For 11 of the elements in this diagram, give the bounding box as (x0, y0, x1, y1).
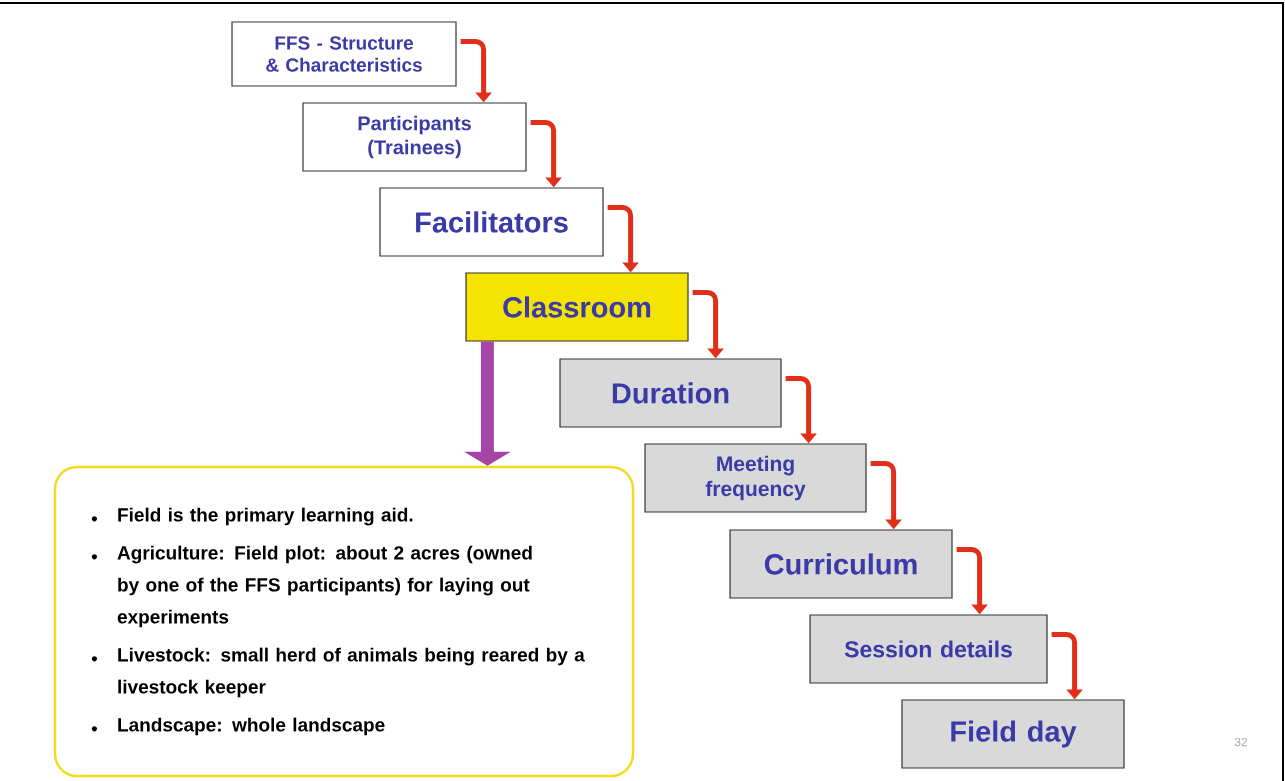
process-box: Field day (901, 699, 1125, 769)
process-box: Facilitators (379, 187, 604, 257)
process-box: Curriculum (729, 529, 953, 599)
process-box: Meeting frequency (644, 443, 867, 513)
bullet-list-box: Field is the primary learning aid. Agriculture: Field plot: about 2 acres (owned by one of the FFS participants) for laying out experiments Livestock: small herd of animals being reared by a livestock keeper Landscape: whole landscape (53, 465, 635, 778)
page-number: 32 (1234, 737, 1248, 747)
process-box: Classroom (465, 272, 689, 342)
process-box: FFS - Structure & Characteristics (231, 21, 457, 87)
process-box: Session details (809, 614, 1048, 684)
process-box: Duration (559, 358, 782, 428)
process-box: Participants (Trainees) (302, 102, 527, 172)
